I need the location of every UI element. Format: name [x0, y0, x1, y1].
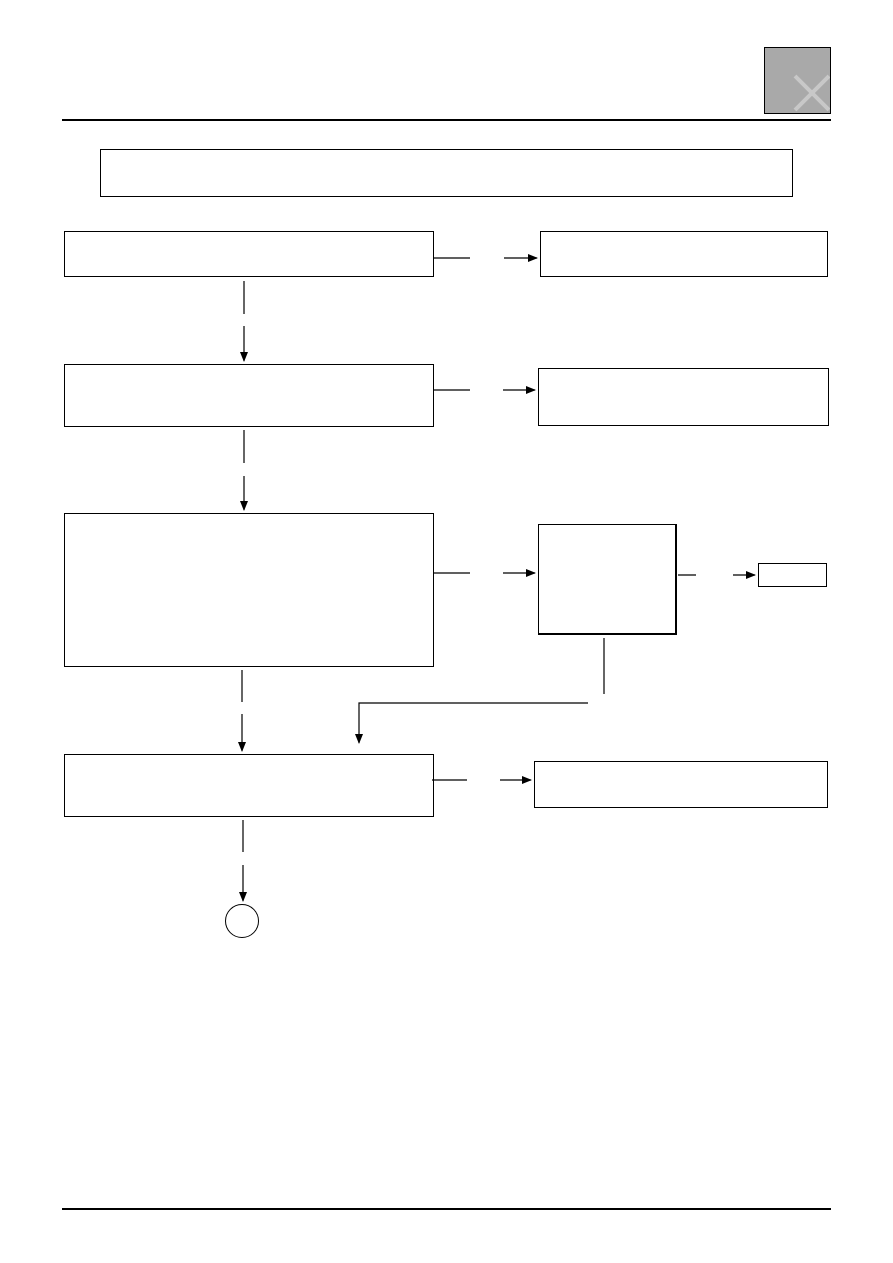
- header-rule: [62, 119, 831, 121]
- result-box-1: [540, 231, 828, 277]
- title-banner: [100, 149, 793, 197]
- end-result-box: [758, 563, 827, 587]
- step-box-1: [64, 231, 434, 277]
- diagonal-cross-icon: [793, 74, 830, 112]
- decision-box: [538, 524, 677, 635]
- terminator-circle: [225, 904, 259, 938]
- step-box-2: [64, 364, 434, 427]
- footer-rule: [62, 1208, 831, 1210]
- section-tab: [764, 47, 831, 114]
- step-box-4: [64, 754, 434, 817]
- return-connector: [355, 638, 605, 744]
- result-box-2: [538, 368, 829, 426]
- step-box-3: [64, 513, 434, 667]
- result-box-4: [534, 761, 828, 808]
